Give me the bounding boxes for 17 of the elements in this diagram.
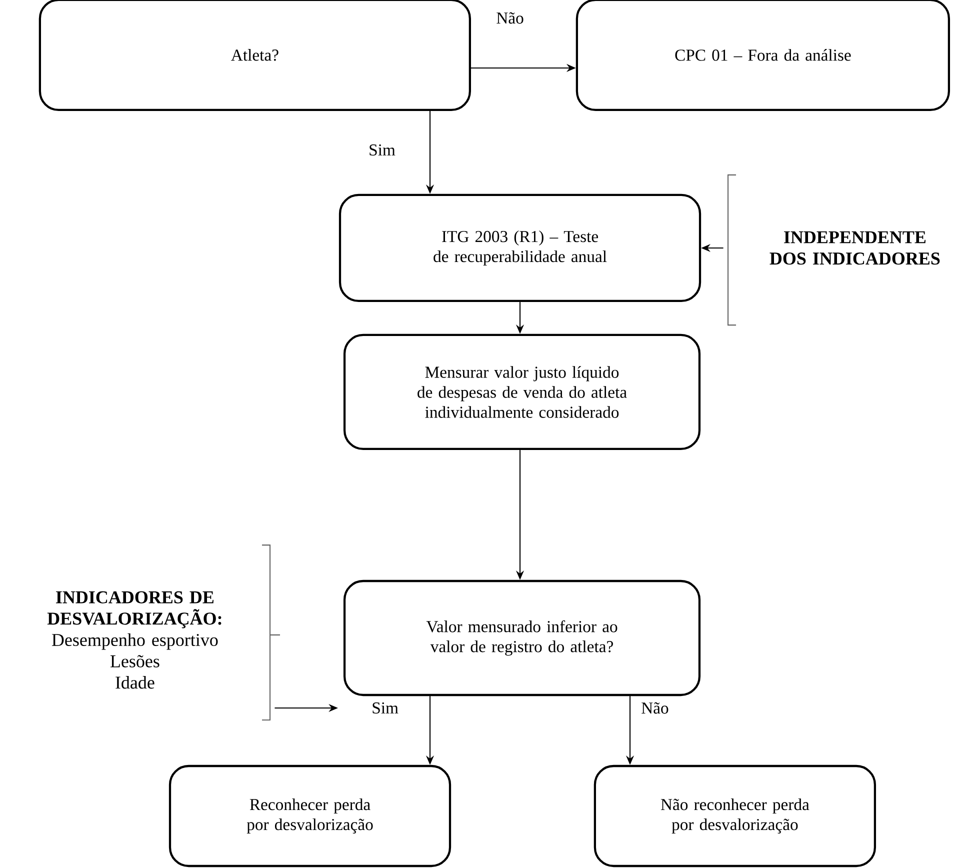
node-label: Desempenho esportivo: [52, 633, 218, 650]
note-text: INDEPENDENTE DOS INDICADORES: [770, 231, 940, 265]
edge-label: Sim: [370, 701, 400, 715]
edge-label: Sim: [367, 143, 397, 157]
process-box: Reconhecer perda por desvalorização: [168, 764, 452, 868]
process-box: Mensurar valor justo líquido de despesas de venda do atleta individualmente considerado: [343, 334, 701, 450]
process-box: CPC 01 – Fora da análise: [576, 0, 950, 111]
node-label: Lesões: [110, 655, 160, 668]
edge-label: Não: [640, 700, 670, 716]
node-label: INDICADORES DE DESVALORIZAÇÃO:: [47, 591, 222, 628]
process-box: Atleta?: [38, 0, 471, 111]
edge-label: Não: [494, 10, 526, 26]
note-text: INDICADORES DE DESVALORIZAÇÃO: Desempenho esportivo Lesões Idade: [47, 591, 222, 689]
node-label: Idade: [116, 676, 154, 689]
process-box: Valor mensurado inferior ao valor de registro do atleta?: [343, 580, 701, 696]
process-box: Não reconhecer perda por desvalorização: [594, 764, 876, 868]
process-box: ITG 2003 (R1) – Teste de recuperabilidade anual: [338, 194, 702, 302]
